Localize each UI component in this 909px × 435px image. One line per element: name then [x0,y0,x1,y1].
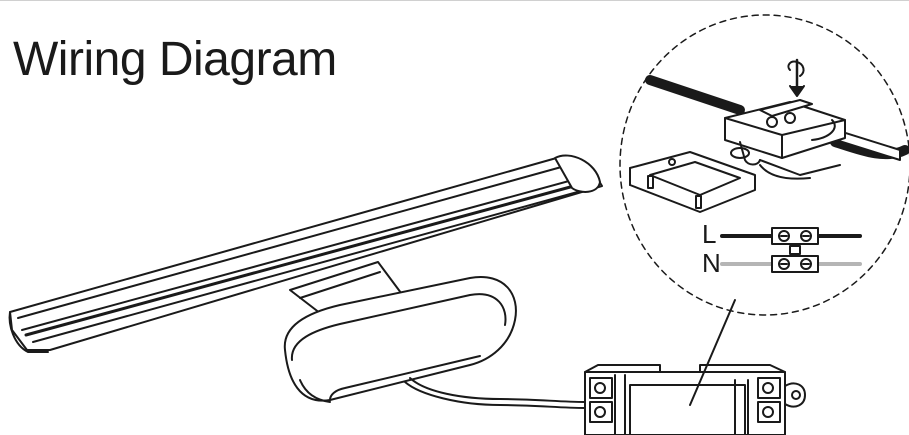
screwdriver-arrow-icon [787,58,805,97]
leader-line [689,299,736,406]
live-label: L [702,219,716,249]
detail-circle [619,14,909,316]
terminal-block [584,364,806,435]
detail-open-cover [629,151,756,213]
wall-bracket [283,276,517,403]
light-bar [8,154,603,353]
neutral-label: N [702,248,721,278]
neutral-wire-connection: N [702,248,862,278]
live-wire-connection: L [702,219,862,249]
top-divider [0,0,909,1]
cable [404,377,586,409]
detail-cable-left [645,75,745,115]
detail-terminal-housing [724,99,846,180]
page-title: Wiring Diagram [13,33,337,86]
terminal-bridge [789,245,801,255]
